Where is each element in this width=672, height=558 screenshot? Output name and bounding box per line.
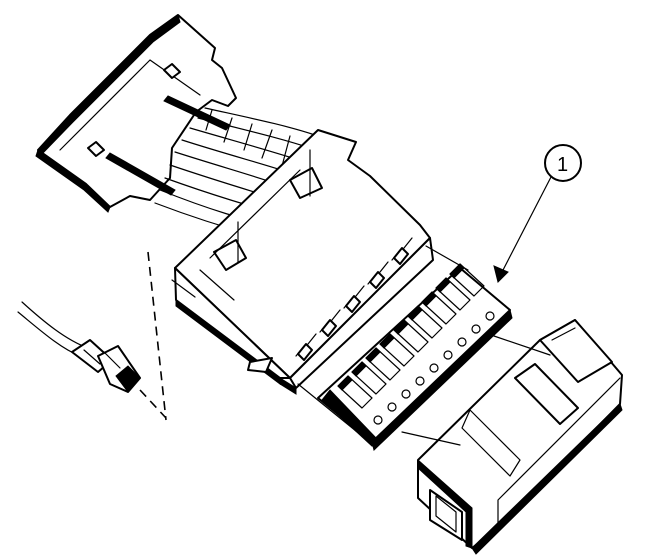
connector-terminal-comb [317,263,513,451]
connector-cover [417,319,623,555]
single-wire-with-pin-terminal [17,301,141,393]
dashed-line-wire [147,251,167,421]
connector-housing [171,129,434,395]
alignment-line-comb-left [297,383,373,445]
callout-1: 1 [493,144,582,283]
alignment-dashed-lines [139,245,551,446]
alignment-line-cover-right [493,335,551,356]
ribbon-cable-end-board [35,14,237,213]
alignment-line-comb-right [425,245,469,271]
alignment-line-cover-left [401,431,461,446]
callout-1-leader [501,176,552,273]
callout-1-circle [544,144,582,182]
callout-1-arrowhead [493,265,509,283]
dashed-line-wire-tip [139,389,167,419]
callout-1-label: 1 [557,154,568,176]
